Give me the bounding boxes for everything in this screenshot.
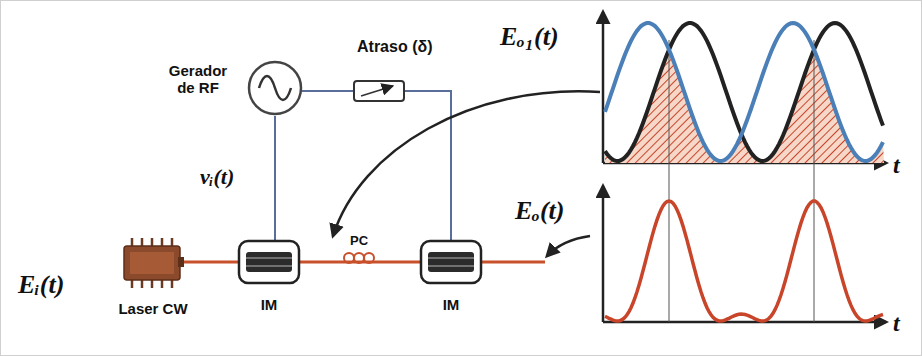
output-pulse-curve	[605, 201, 883, 321]
guide-line	[669, 40, 670, 322]
cw-laser-shape	[122, 238, 184, 288]
node-label: Gerador de RF	[159, 62, 237, 97]
delayed-signal-curve	[605, 23, 883, 161]
waveforms	[605, 23, 884, 322]
intensity-modulator: IM	[420, 240, 482, 284]
axis-label: t	[893, 152, 900, 180]
guide-line	[814, 40, 815, 322]
component-label: PC	[350, 234, 368, 249]
signal-name: Eₒ(t)	[515, 196, 565, 226]
rf-cable	[405, 91, 451, 240]
cw-laser: Laser CW	[122, 238, 184, 288]
signal-name: Eᵢ(t)	[18, 270, 64, 300]
node-label: Laser CW	[98, 300, 208, 317]
signal-curve	[605, 23, 883, 161]
rf-cable	[274, 116, 276, 240]
intensity-modulator-shape	[238, 240, 300, 284]
node-label: IM	[219, 296, 319, 313]
output-fiber	[482, 261, 545, 264]
pointer-arrow	[333, 91, 600, 236]
delay-line: Atraso (δ)	[353, 80, 405, 102]
intensity-modulator-shape	[420, 240, 482, 284]
optical-fiber	[183, 261, 238, 264]
delay-line-shape	[353, 80, 405, 102]
pointer-arrow	[547, 236, 590, 256]
node-label: Atraso (δ)	[357, 38, 432, 56]
intensity-modulator: IM	[238, 240, 300, 284]
signal-name: vᵢ(t)	[200, 164, 234, 189]
axis-label: t	[893, 310, 900, 338]
polarization-controller	[344, 253, 374, 263]
rf-generator-shape	[247, 60, 303, 116]
signal-name: Eₒ₁(t)	[500, 22, 559, 52]
node-label: IM	[401, 296, 501, 313]
plot-axes	[603, 12, 886, 322]
rf-generator: Gerador de RF	[247, 60, 303, 116]
rf-cable	[302, 90, 353, 92]
